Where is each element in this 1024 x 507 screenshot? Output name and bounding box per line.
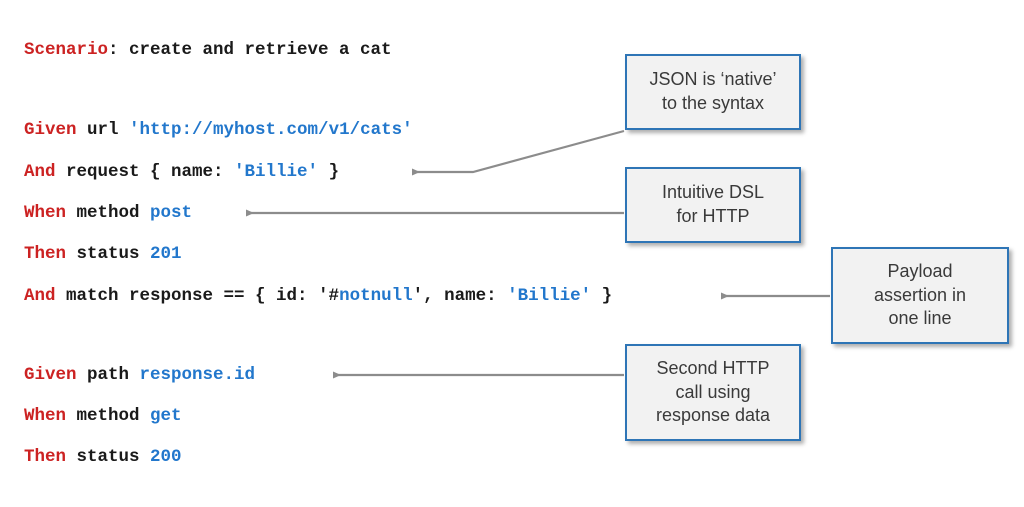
code-token-kw-0: When — [24, 203, 67, 223]
callout-payload-assertion[interactable]: Payload assertion in one line — [831, 247, 1009, 344]
code-token-plain-1: path — [76, 365, 140, 385]
code-line-then-status-201: Then status 201 — [24, 244, 182, 264]
callout-line-2: call using — [675, 381, 751, 402]
code-line-scenario: Scenario: create and retrieve a cat — [24, 40, 392, 60]
code-token-plain-5: } — [591, 286, 613, 306]
code-token-kw-0: Given — [24, 120, 77, 140]
code-token-kw-0: When — [24, 406, 67, 426]
code-token-val-2: get — [150, 406, 182, 426]
code-token-val-4: 'Billie' — [507, 286, 592, 306]
code-token-kw-0: And — [24, 286, 56, 306]
code-line-when-method-get: When method get — [24, 406, 182, 426]
code-token-val-2: notnull — [339, 286, 413, 306]
callout-line-2: assertion in — [873, 284, 967, 305]
code-token-val-2: 'http://myhost.com/v1/cats' — [129, 120, 413, 140]
code-line-given-url: Given url 'http://myhost.com/v1/cats' — [24, 120, 413, 140]
callout-line-2: to the syntax — [661, 93, 765, 113]
code-token-val-2: post — [150, 203, 193, 223]
code-token-val-2: 'Billie' — [234, 162, 319, 182]
code-line-then-status-200: Then status 200 — [24, 447, 182, 467]
callout-line-3: one line — [888, 308, 952, 329]
callout-payload-assertion-text: Payload assertion in one line — [874, 260, 966, 331]
code-line-and-request: And request { name: 'Billie' } — [24, 162, 340, 182]
code-token-kw-0: Scenario — [24, 40, 109, 60]
callout-line-3: response data — [655, 405, 771, 426]
code-token-plain-1: method — [66, 203, 151, 223]
code-token-kw-0: Then — [24, 447, 67, 467]
callout-json-native[interactable]: JSON is ‘native’ to the syntax — [625, 54, 801, 130]
callout-json-native-text: JSON is ‘native’ to the syntax — [649, 68, 776, 116]
code-token-plain-1: request { name: — [55, 162, 235, 182]
code-token-kw-0: Then — [24, 244, 67, 264]
code-line-given-path: Given path response.id — [24, 365, 256, 385]
callout-intuitive-dsl-text: Intuitive DSL for HTTP — [662, 181, 764, 229]
code-token-plain-3: } — [318, 162, 340, 182]
code-token-kw-0: Given — [24, 365, 77, 385]
code-token-kw-0: And — [24, 162, 56, 182]
callout-line-1: Intuitive DSL — [661, 182, 765, 203]
code-token-plain-1: status — [66, 244, 151, 264]
code-token-plain-1: : create and retrieve a cat — [108, 40, 392, 60]
code-token-plain-1: url — [76, 120, 130, 140]
code-token-plain-1: method — [66, 406, 151, 426]
connector-json-native — [412, 129, 625, 176]
callout-line-1: Payload — [887, 260, 953, 281]
code-line-when-method-post: When method post — [24, 203, 193, 223]
code-token-val-2: response.id — [139, 365, 256, 385]
code-token-plain-1: status — [66, 447, 151, 467]
code-line-and-match-response: And match response == { id: '#notnull', … — [24, 286, 613, 306]
code-token-val-2: 201 — [150, 244, 182, 264]
callout-line-1: Second HTTP — [656, 357, 770, 378]
callout-line-1: JSON is ‘native’ — [649, 69, 777, 90]
callout-line-2: for HTTP — [676, 206, 750, 226]
code-token-plain-3: ', name: — [412, 286, 508, 306]
callout-intuitive-dsl[interactable]: Intuitive DSL for HTTP — [625, 167, 801, 243]
callout-second-http-call[interactable]: Second HTTP call using response data — [625, 344, 801, 441]
code-token-plain-1: match response == { id: '# — [55, 286, 340, 306]
code-token-val-2: 200 — [150, 447, 182, 467]
callout-second-http-call-text: Second HTTP call using response data — [656, 357, 770, 428]
